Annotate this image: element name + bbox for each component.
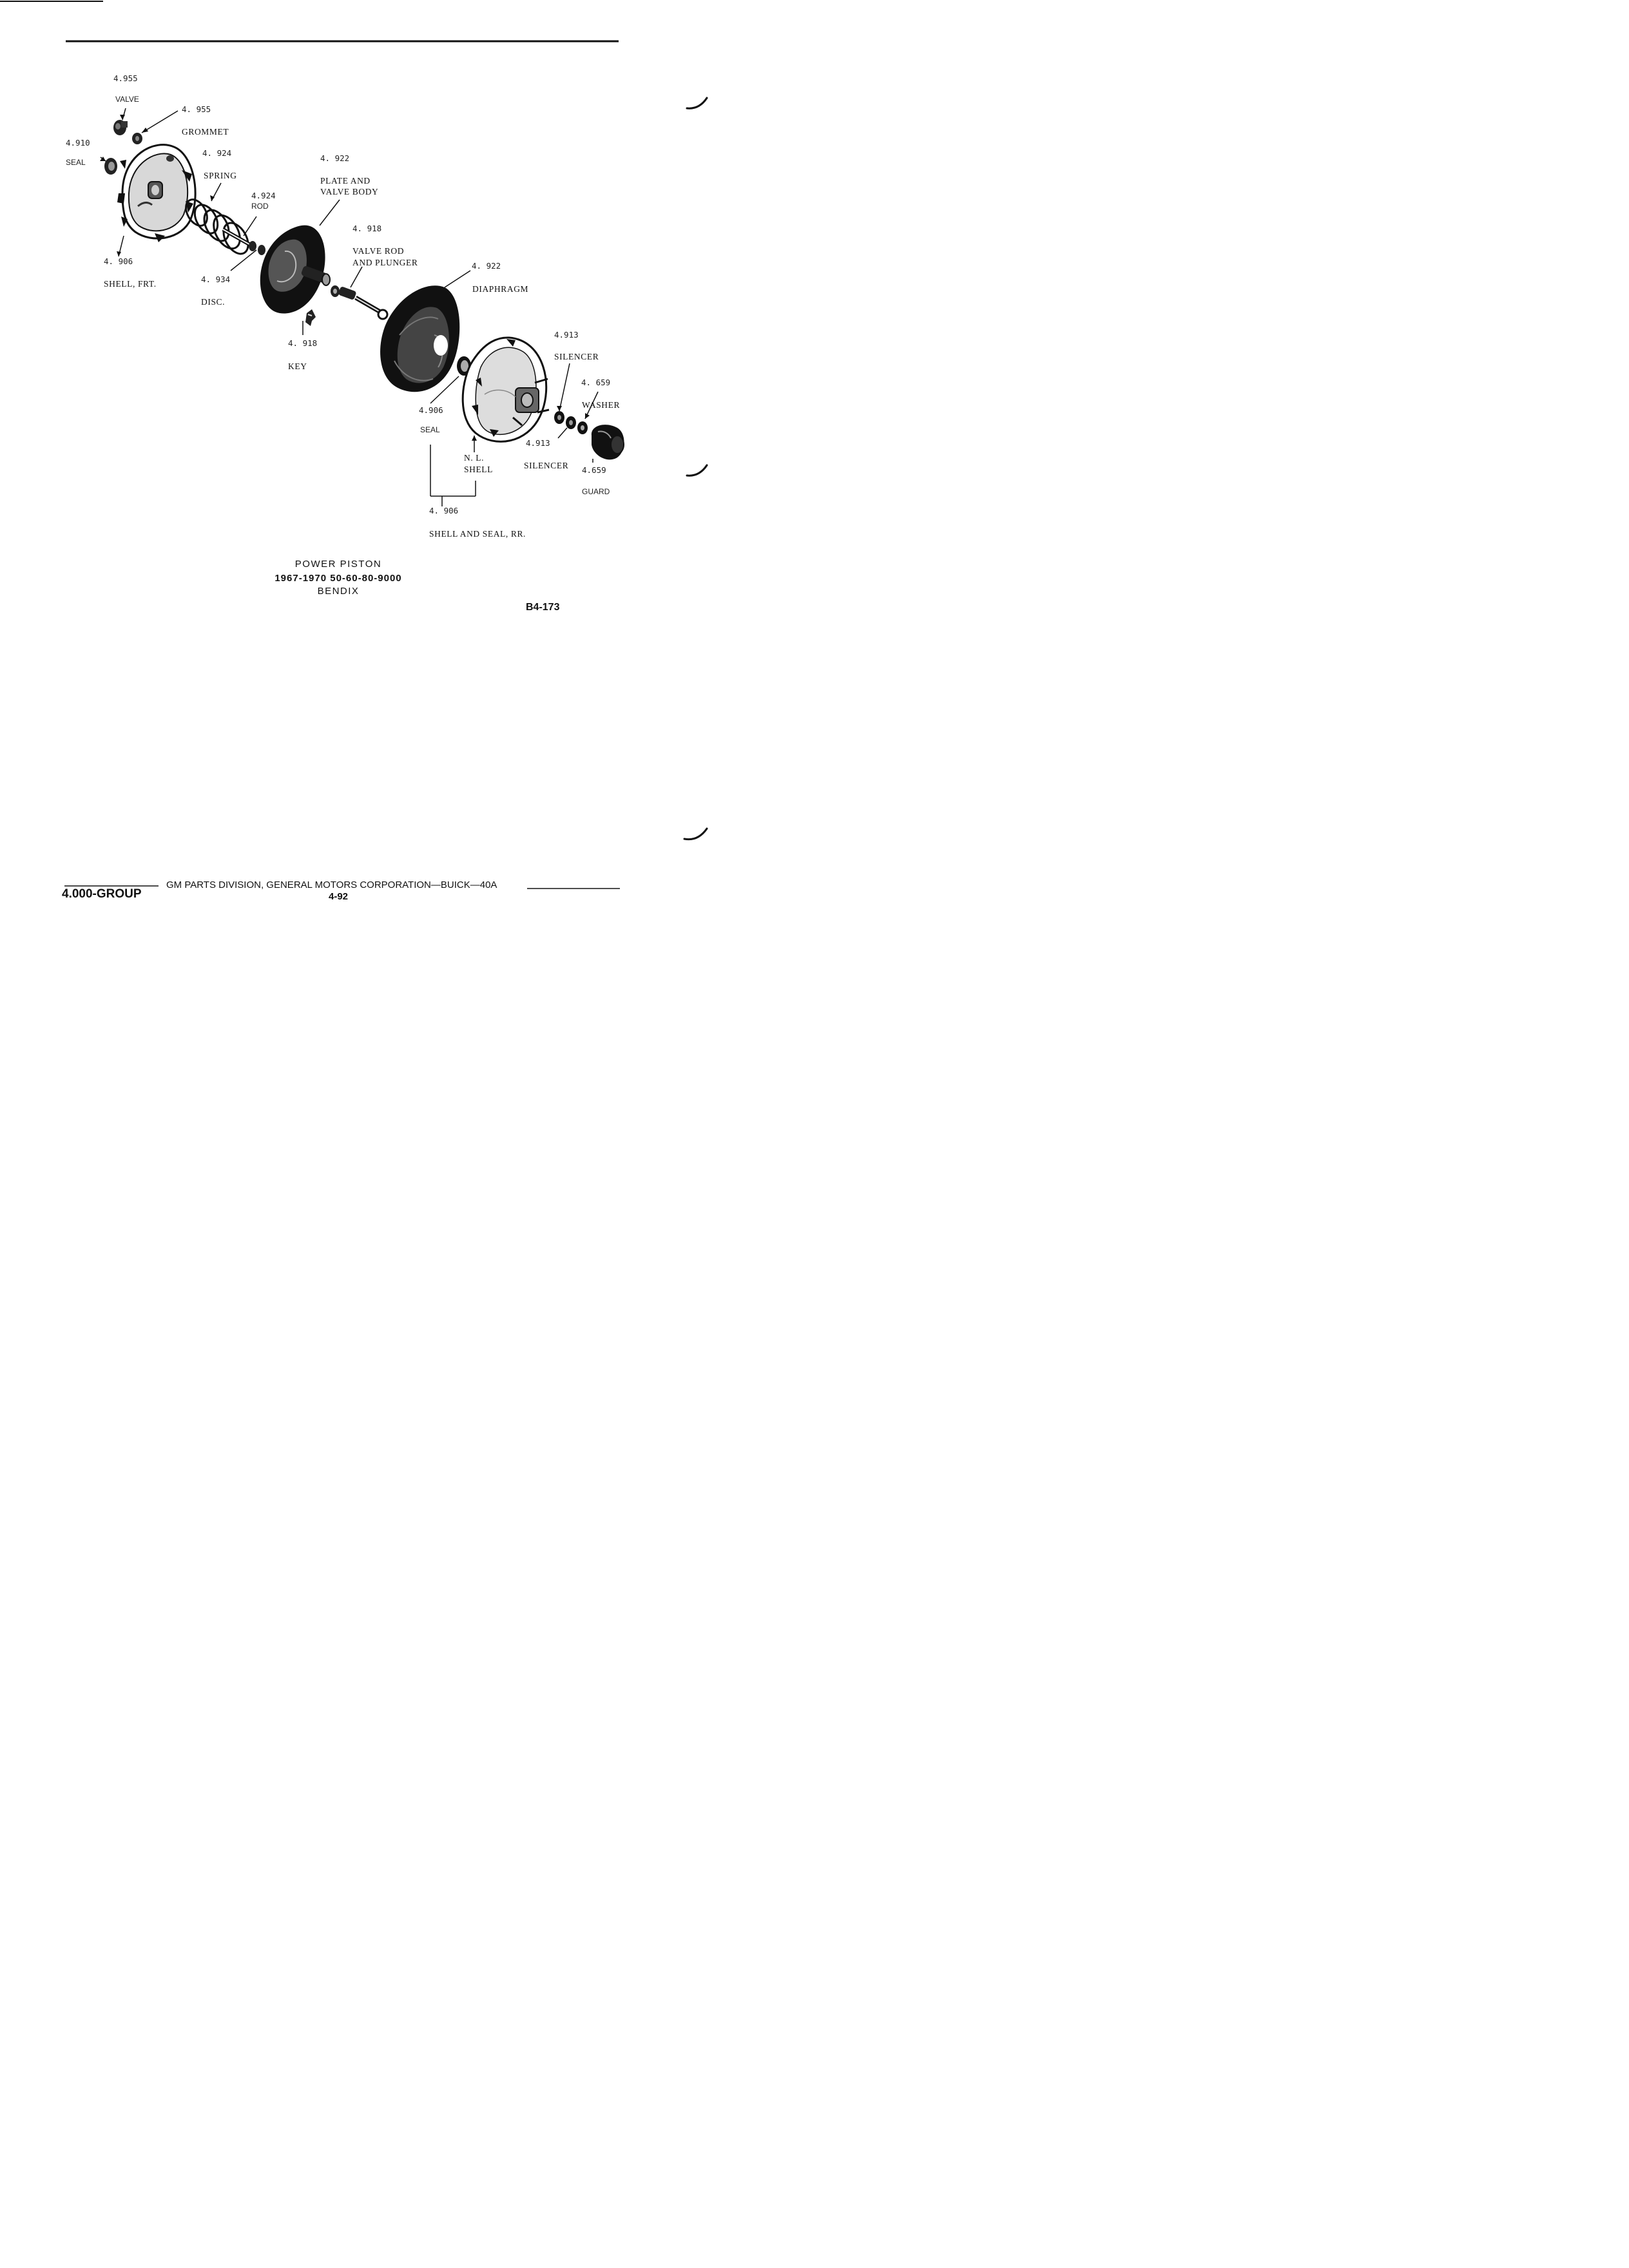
callout-plate-number: 4. 922 — [320, 153, 350, 163]
callout-seal-rear-label: SEAL — [420, 425, 440, 434]
callout-plate-label-1: PLATE AND — [320, 176, 371, 186]
callout-key-label: KEY — [288, 361, 307, 371]
figure-code: B4-173 — [526, 602, 560, 613]
arrowheads — [100, 115, 590, 441]
callout-shell-rear-number: 4. 906 — [429, 506, 459, 515]
callout-silencer-2-label: SILENCER — [524, 461, 569, 470]
key-part — [305, 309, 316, 326]
catalog-page: 4.955 VALVE 4. 955 GROMMET 4.910 SEAL 4.… — [0, 0, 729, 1031]
callout-disc-number: 4. 934 — [201, 274, 231, 284]
rear-shell-part — [461, 336, 550, 443]
callout-silencer-1-label: SILENCER — [554, 352, 599, 361]
callout-diaphragm-number: 4. 922 — [472, 261, 501, 271]
callout-nl-shell-label-2: SHELL — [464, 465, 493, 474]
figure-caption-models: 1967-1970 50-60-80-9000 — [275, 573, 402, 584]
callout-washer-label: WASHER — [582, 400, 621, 410]
grommet-part — [132, 133, 142, 144]
callout-seal-rear-number: 4.906 — [419, 405, 443, 415]
front-shell-part — [117, 144, 197, 242]
figure-caption-title: POWER PISTON — [294, 559, 382, 570]
callout-valve-rod-label-1: VALVE ROD — [352, 246, 405, 256]
callout-guard-number: 4.659 — [582, 465, 606, 475]
silencer-2-part — [566, 416, 576, 429]
margin-marks — [683, 97, 708, 841]
plate-valve-body-part — [260, 225, 331, 314]
callout-disc-label: DISC. — [201, 297, 226, 307]
callout-key-number: 4. 918 — [288, 338, 318, 348]
callout-silencer-2-number: 4.913 — [526, 438, 550, 448]
spring-part — [185, 198, 249, 255]
callout-nl-shell-label-1: N. L. — [464, 453, 485, 463]
callout-silencer-1-number: 4.913 — [554, 330, 579, 340]
callout-seal-front-number: 4.910 — [66, 138, 90, 148]
footer-page-number: 4-92 — [329, 891, 349, 902]
shell-seal-bracket — [430, 445, 476, 506]
callout-seal-front-label: SEAL — [66, 158, 86, 167]
callout-valve-number: 4.955 — [113, 73, 138, 83]
callout-shell-rear-label: SHELL AND SEAL, RR. — [429, 529, 526, 539]
diaphragm-part — [380, 285, 460, 392]
callout-shell-front-number: 4. 906 — [104, 256, 133, 266]
callout-valve-rod-number: 4. 918 — [352, 224, 382, 233]
silencer-1-part — [554, 411, 564, 424]
rod-part — [222, 227, 256, 251]
valve-rod-plunger-part — [331, 285, 389, 320]
figure-caption-make: BENDIX — [317, 586, 360, 597]
callout-washer-number: 4. 659 — [581, 378, 611, 387]
callout-guard-label: GUARD — [582, 487, 610, 496]
valve-part — [113, 120, 128, 135]
callout-rod-number: 4.924 — [251, 191, 276, 200]
callout-shell-front-label: SHELL, FRT. — [104, 279, 157, 289]
washer-part — [577, 421, 588, 434]
footer-division: GM PARTS DIVISION, GENERAL MOTORS CORPOR… — [166, 879, 497, 890]
callout-spring-number: 4. 924 — [202, 148, 232, 158]
callout-spring-label: SPRING — [204, 171, 237, 180]
callout-plate-label-2: VALVE BODY — [320, 187, 379, 197]
disc-part — [258, 245, 265, 255]
callout-valve-rod-label-2: AND PLUNGER — [352, 258, 418, 267]
callout-valve-label: VALVE — [115, 95, 139, 104]
guard-part — [591, 425, 624, 460]
footer-group: 4.000-GROUP — [62, 887, 142, 901]
callout-grommet-label: GROMMET — [182, 127, 229, 137]
callout-rod-label: ROD — [251, 202, 269, 211]
callout-diaphragm-label: DIAPHRAGM — [472, 284, 529, 294]
seal-front-part — [104, 158, 117, 175]
exploded-view-illustration — [0, 1, 708, 889]
callout-grommet-number: 4. 955 — [182, 104, 211, 114]
